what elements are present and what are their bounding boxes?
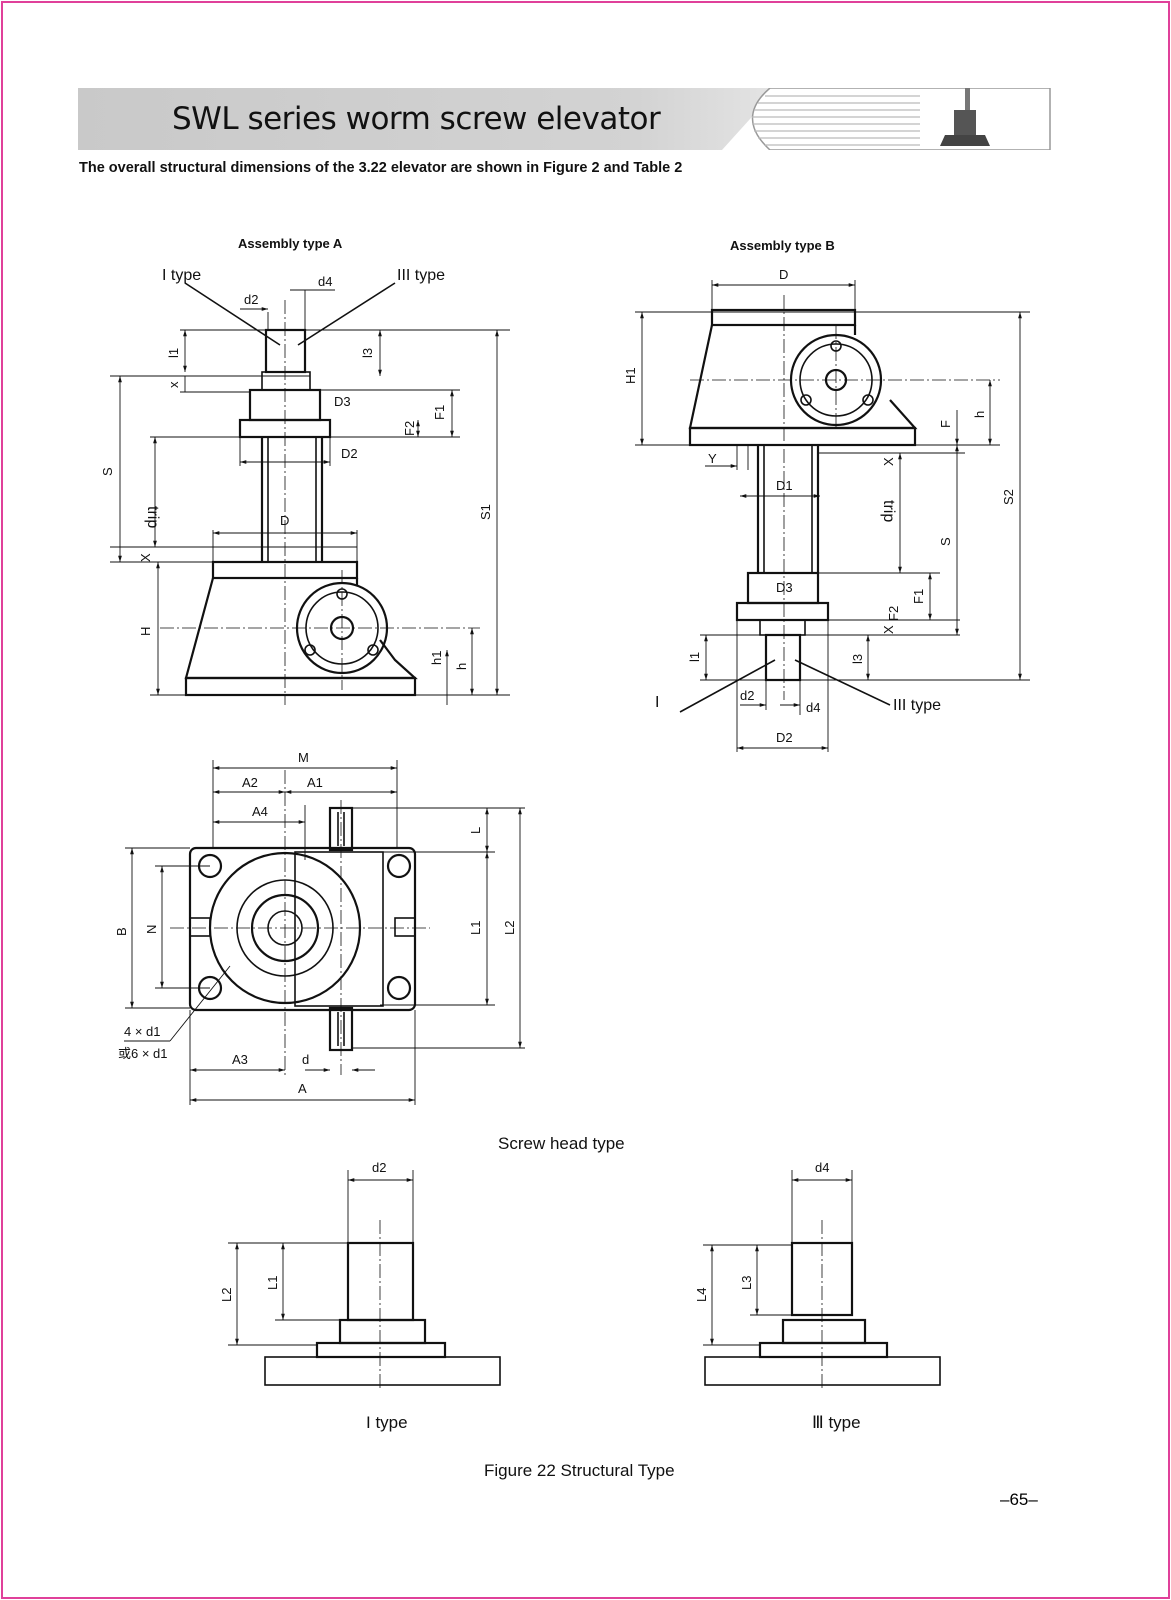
- assembly-a-title: Assembly type A: [238, 236, 343, 251]
- dim-D: D: [280, 513, 289, 528]
- type-iii-caption: Ⅲ type: [812, 1413, 861, 1432]
- iii-type-label: III type: [397, 267, 445, 284]
- header-product-image: [751, 88, 1051, 150]
- dim-sh-L2: L2: [219, 1288, 234, 1302]
- dim-A: A: [298, 1081, 307, 1096]
- dim-b-l3: l3: [850, 654, 865, 664]
- dim-b-F1: F1: [911, 589, 926, 604]
- plan-view: M A2 A1 A4 L L1 L2 B N 4 × d1 或6 × d1 A3…: [114, 750, 525, 1105]
- dim-d: d: [302, 1052, 309, 1067]
- dim-D3: D3: [334, 394, 351, 409]
- dim-A1: A1: [307, 775, 323, 790]
- dim-S: S: [100, 467, 115, 476]
- dim-D2: D2: [341, 446, 358, 461]
- page-number: –65–: [1000, 1490, 1038, 1509]
- dim-D1: D1: [776, 478, 793, 493]
- dim-b-D: D: [779, 267, 788, 282]
- dim-b-X: X: [881, 625, 896, 634]
- dim-b-D3: D3: [776, 580, 793, 595]
- assembly-b-title: Assembly type B: [730, 238, 835, 253]
- dim-M: M: [298, 750, 309, 765]
- dim-l3: l3: [360, 348, 375, 358]
- dim-l1: l1: [166, 348, 181, 358]
- dim-L1: L1: [468, 921, 483, 935]
- dim-b-x: X: [881, 457, 896, 466]
- holes-label-6xd1: 或6 × d1: [118, 1046, 168, 1061]
- dim-N: N: [144, 925, 159, 934]
- dim-F: F: [938, 420, 953, 428]
- screw-head-type-title: Screw head type: [498, 1134, 625, 1153]
- intro-text: The overall structural dimensions of the…: [79, 160, 683, 176]
- dim-sh-d4: d4: [815, 1160, 829, 1175]
- dim-b-l1: l1: [687, 652, 702, 662]
- dim-b-F2: F2: [886, 606, 901, 621]
- assembly-type-b: Assembly type B D H1 F h Y X D1: [623, 238, 1030, 752]
- dim-b-d4: d4: [806, 700, 820, 715]
- dim-S1: S1: [478, 504, 493, 520]
- dim-x: x: [166, 381, 181, 388]
- dim-L: L: [468, 827, 483, 834]
- dim-b-h: h: [972, 411, 987, 418]
- dim-F2: F2: [402, 421, 417, 436]
- dim-h1: h1: [429, 651, 444, 665]
- holes-label-4xd1: 4 × d1: [124, 1024, 161, 1039]
- dim-b-S: S: [938, 537, 953, 546]
- screw-head-type-iii: d4 L4 L3 Ⅲ type: [694, 1160, 941, 1432]
- dim-A4: A4: [252, 804, 268, 819]
- dim-L2: L2: [502, 921, 517, 935]
- dim-B: B: [114, 927, 129, 936]
- dim-trip: trip: [144, 506, 161, 528]
- dim-X: X: [138, 553, 153, 562]
- dim-Y: Y: [708, 451, 717, 466]
- dim-b-trip: trip: [880, 500, 897, 522]
- screw-head-type-i: d2 L2 L1 I type: [219, 1160, 501, 1432]
- dim-d2: d2: [244, 292, 258, 307]
- page-title: SWL series worm screw elevator: [172, 101, 661, 137]
- dim-H: H: [138, 627, 153, 636]
- type-i-caption: I type: [366, 1413, 408, 1432]
- dim-sh-L3: L3: [739, 1276, 754, 1290]
- dim-S2: S2: [1001, 489, 1016, 505]
- b-i-label: I: [655, 694, 659, 711]
- dim-d4: d4: [318, 274, 332, 289]
- figure-caption: Figure 22 Structural Type: [484, 1461, 675, 1480]
- header-bar: [78, 88, 778, 150]
- dim-A3: A3: [232, 1052, 248, 1067]
- dim-b-D2: D2: [776, 730, 793, 745]
- dim-sh-d2: d2: [372, 1160, 386, 1175]
- i-type-label: I type: [162, 267, 201, 284]
- dim-b-d2: d2: [740, 688, 754, 703]
- assembly-type-a: Assembly type A I type III type d2 d4 l1…: [100, 236, 510, 705]
- dim-A2: A2: [242, 775, 258, 790]
- dim-sh-L4: L4: [694, 1288, 709, 1302]
- dim-sh-L1: L1: [265, 1276, 280, 1290]
- dim-H1: H1: [623, 367, 638, 384]
- b-iii-type-label: III type: [893, 697, 941, 714]
- dim-F1: F1: [432, 405, 447, 420]
- dim-h: h: [454, 663, 469, 670]
